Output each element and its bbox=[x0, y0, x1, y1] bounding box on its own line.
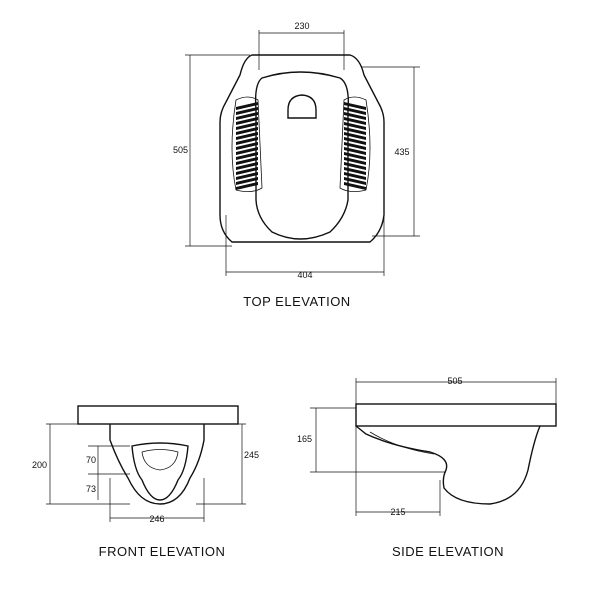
rib bbox=[236, 127, 258, 135]
rib bbox=[236, 102, 258, 110]
rib bbox=[344, 142, 366, 150]
rib bbox=[236, 172, 258, 180]
top-outer-outline bbox=[219, 54, 385, 243]
dim-side-base: 215 bbox=[390, 507, 405, 517]
rib bbox=[236, 132, 258, 140]
dim-inner-length: 435 bbox=[394, 147, 409, 157]
side-body bbox=[355, 425, 541, 505]
left-foot-ribs bbox=[236, 102, 258, 190]
dim-front-width: 246 bbox=[149, 514, 164, 524]
side-elevation-caption: SIDE ELEVATION bbox=[392, 544, 504, 559]
dim-length: 505 bbox=[173, 145, 188, 155]
dim-side-depth: 165 bbox=[297, 434, 312, 444]
top-inner-outline bbox=[254, 71, 350, 240]
dim-top-width: 230 bbox=[294, 21, 309, 31]
dim-side-length: 505 bbox=[447, 376, 462, 386]
rib bbox=[344, 157, 366, 165]
rib bbox=[236, 137, 258, 145]
rib bbox=[236, 152, 258, 160]
dim-front-overall: 245 bbox=[244, 450, 259, 460]
front-body bbox=[109, 424, 205, 505]
front-top-slab bbox=[77, 405, 239, 425]
rib bbox=[236, 177, 258, 185]
rib bbox=[236, 167, 258, 175]
rib bbox=[344, 152, 366, 160]
dim-front-upper: 70 bbox=[86, 455, 96, 465]
rib bbox=[344, 107, 366, 115]
side-inner-curve bbox=[369, 431, 435, 455]
rib bbox=[344, 137, 366, 145]
rib bbox=[236, 147, 258, 155]
top-hole bbox=[287, 94, 317, 119]
front-trap-inner bbox=[141, 449, 179, 471]
front-elevation: 200 70 73 245 246 FRONT ELEVATION bbox=[32, 405, 259, 559]
rib bbox=[236, 182, 258, 190]
dim-front-height: 200 bbox=[32, 460, 47, 470]
front-trap bbox=[131, 442, 189, 501]
rib bbox=[344, 132, 366, 140]
rib bbox=[344, 162, 366, 170]
top-elevation-caption: TOP ELEVATION bbox=[243, 294, 350, 309]
rib bbox=[236, 107, 258, 115]
rib bbox=[236, 112, 258, 120]
rib bbox=[236, 142, 258, 150]
rib bbox=[344, 172, 366, 180]
dim-base-width: 404 bbox=[297, 270, 312, 280]
side-elevation: 505 165 215 SIDE ELEVATION bbox=[297, 376, 557, 559]
rib bbox=[344, 117, 366, 125]
rib bbox=[344, 112, 366, 120]
rib bbox=[236, 162, 258, 170]
right-foot-ribs bbox=[344, 102, 366, 190]
rib bbox=[344, 127, 366, 135]
rib bbox=[344, 177, 366, 185]
rib bbox=[344, 147, 366, 155]
rib bbox=[236, 157, 258, 165]
side-top-slab bbox=[355, 403, 557, 427]
rib bbox=[236, 117, 258, 125]
rib bbox=[344, 182, 366, 190]
rib bbox=[344, 167, 366, 175]
right-foot-pad bbox=[339, 96, 371, 192]
dim-front-lower: 73 bbox=[86, 484, 96, 494]
rib bbox=[236, 122, 258, 130]
rib bbox=[344, 102, 366, 110]
front-elevation-caption: FRONT ELEVATION bbox=[99, 544, 226, 559]
left-foot-pad bbox=[231, 96, 263, 192]
top-elevation: 230 505 435 404 TOP ELEVATION bbox=[173, 21, 420, 309]
rib bbox=[344, 122, 366, 130]
